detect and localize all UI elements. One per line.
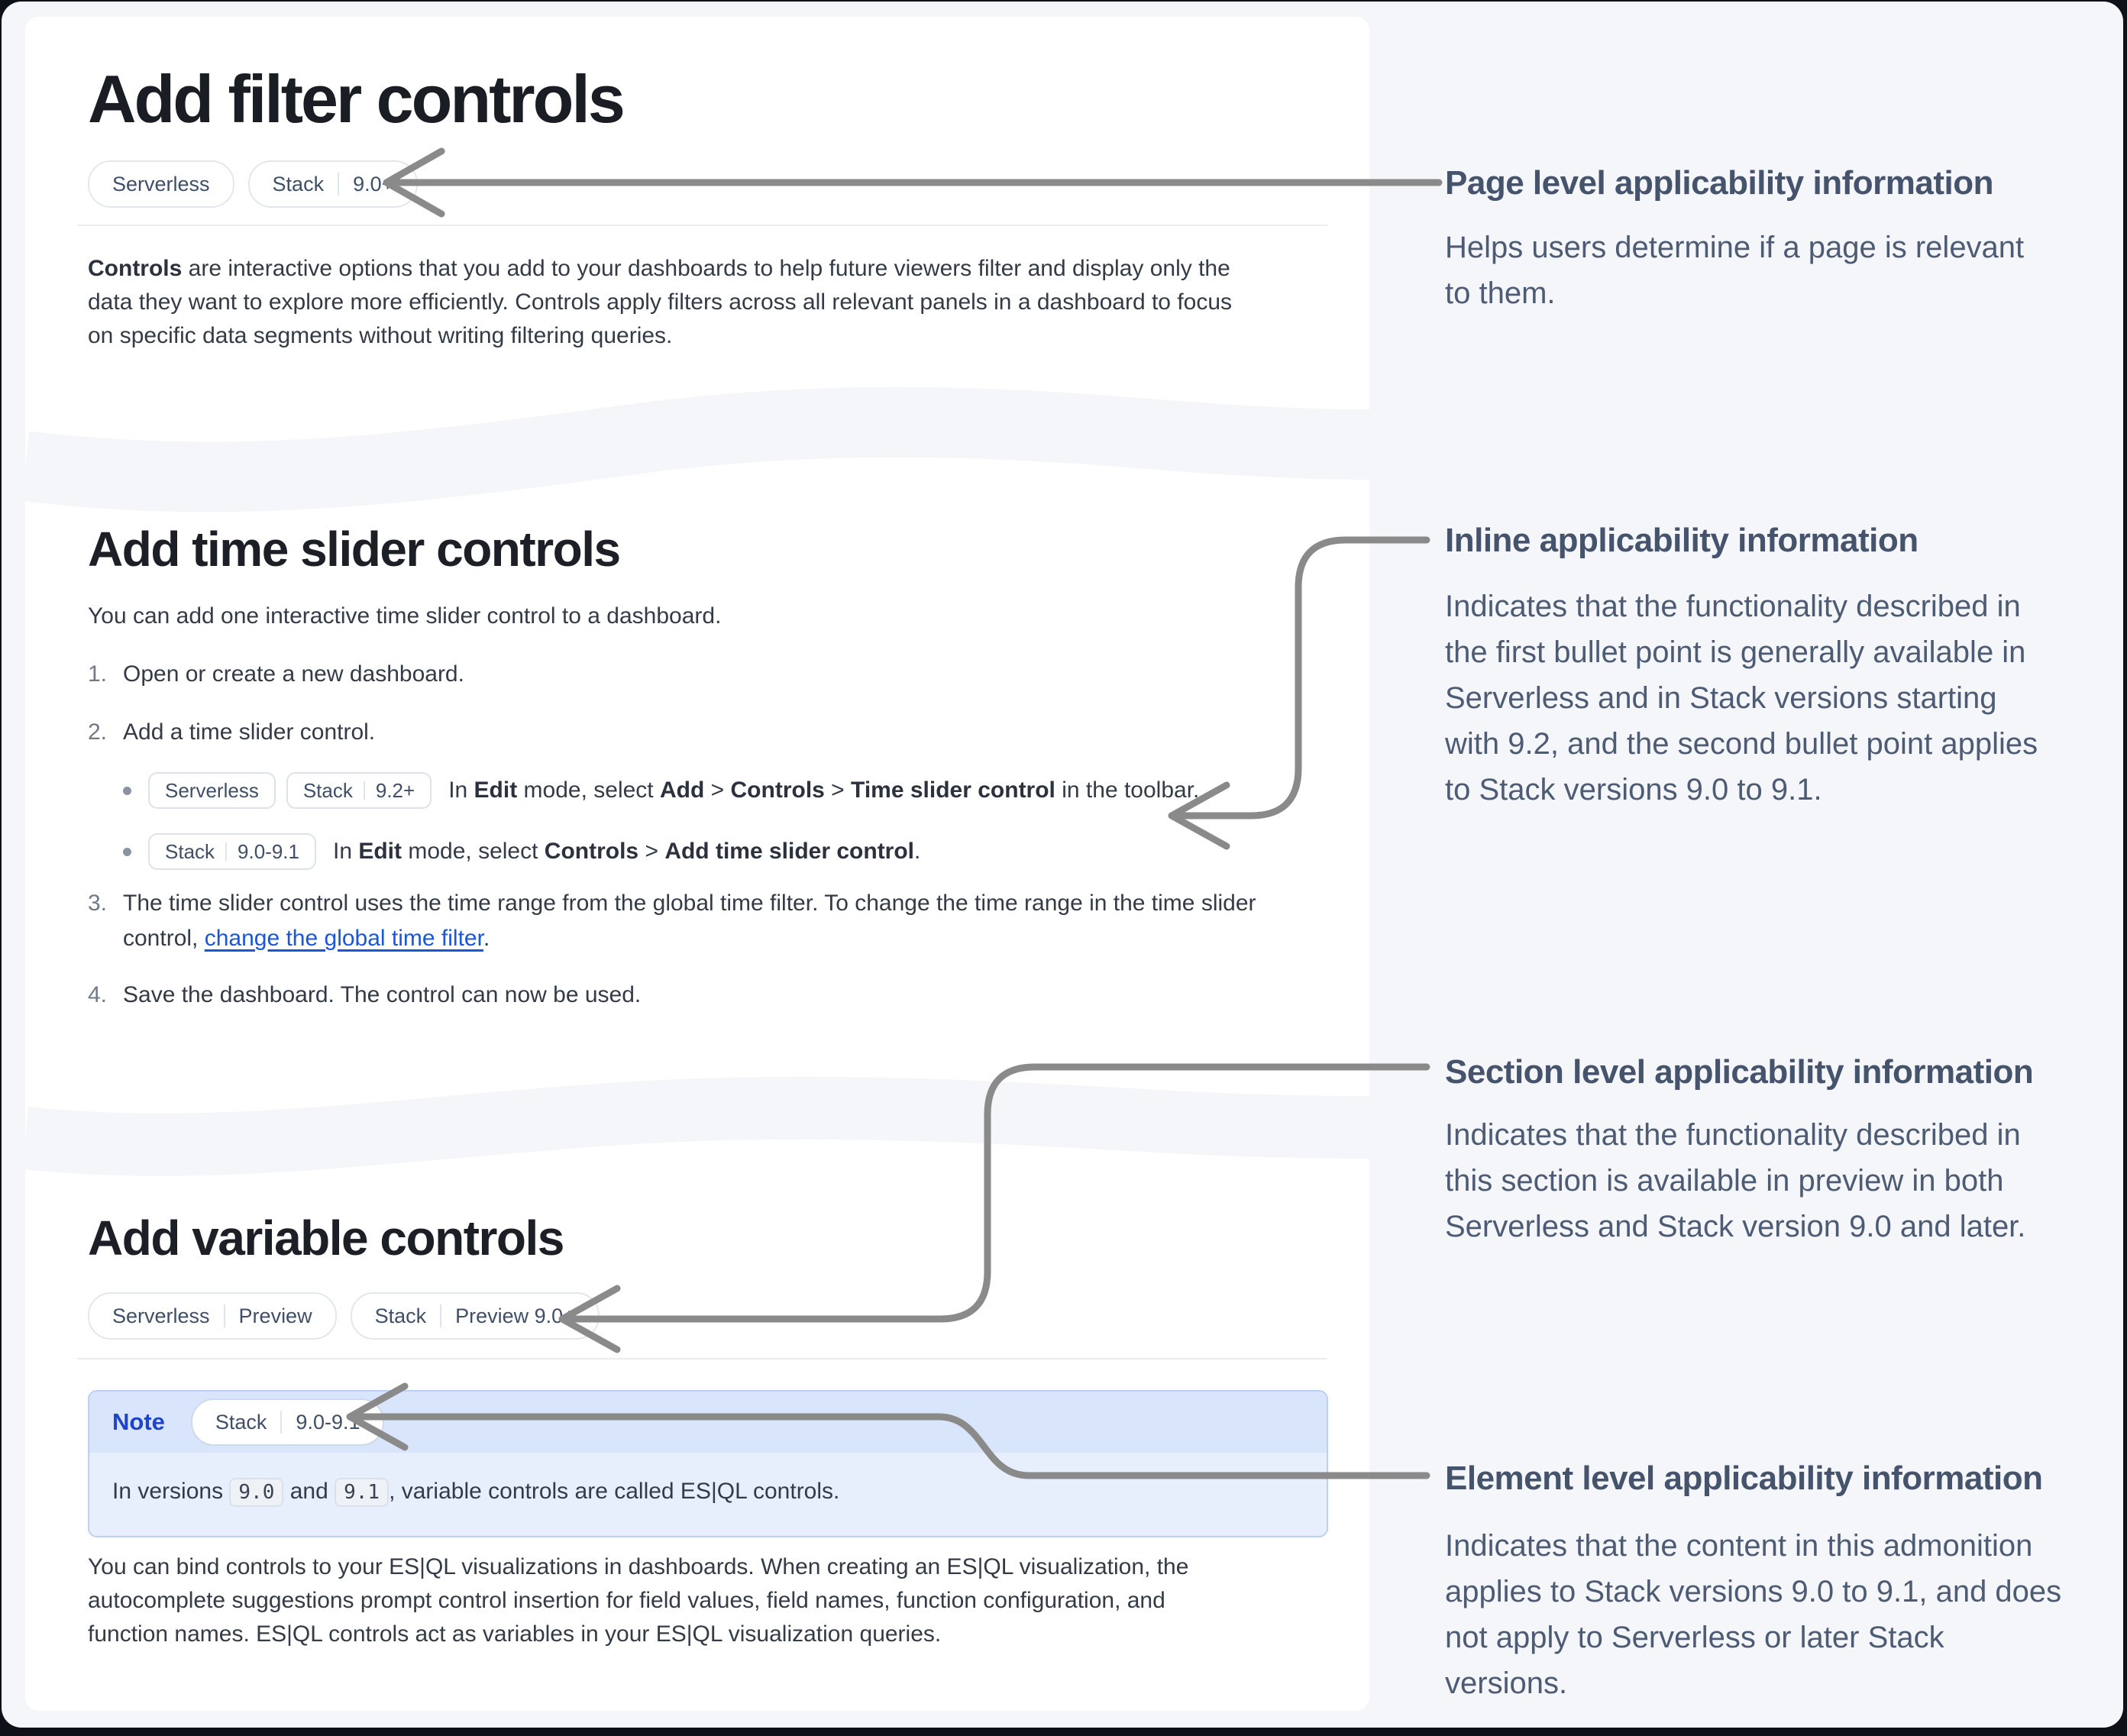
badge-serverless-preview: Serverless Preview [88, 1292, 337, 1340]
step-3: 3. The time slider control uses the time… [88, 886, 1314, 956]
badge-label: Serverless [165, 778, 259, 802]
note-admonition: Note Stack 9.0-9.1 In versions 9.0 and 9… [88, 1390, 1328, 1537]
badge-serverless: Serverless [88, 160, 234, 208]
badge-label: Serverless [112, 1304, 210, 1327]
badge-label: Stack [165, 839, 215, 863]
note-title: Note [112, 1408, 165, 1435]
badge-divider [440, 1304, 442, 1327]
badge-version: 9.0-9.1 [238, 839, 299, 863]
step-1: 1. Open or create a new dashboard. [88, 657, 464, 692]
badge-label: Serverless [112, 172, 210, 196]
badge-version: Preview [238, 1304, 312, 1327]
annotation-heading-page-level: Page level applicability information [1445, 164, 1993, 202]
page-level-badges: Serverless Stack 9.0+ [88, 160, 419, 208]
badge-divider [223, 1304, 225, 1327]
annotation-body-section-level: Indicates that the functionality describ… [1445, 1118, 2026, 1243]
section-title-time-slider: Add time slider controls [88, 522, 621, 577]
badge-stack-version: Stack 9.0-9.1 [148, 833, 316, 870]
section-level-badges: Serverless Preview Stack Preview 9.0+ [88, 1292, 600, 1340]
note-header: Note Stack 9.0-9.1 [89, 1392, 1327, 1453]
bullet-dot-icon [123, 847, 131, 856]
badge-divider [338, 173, 340, 196]
bullet-stack-90-91: Stack 9.0-9.1 In Edit mode, select Contr… [123, 833, 920, 870]
badge-divider [225, 842, 228, 861]
step-text: Add a time slider control. [123, 719, 376, 745]
inline-badges: Serverless Stack 9.2+ [148, 772, 432, 809]
section-divider [77, 225, 1327, 226]
badge-stack-preview: Stack Preview 9.0+ [350, 1292, 600, 1340]
badge-serverless: Serverless [148, 772, 276, 809]
inline-badges: Stack 9.0-9.1 [148, 833, 316, 870]
badge-label: Stack [272, 172, 325, 196]
change-global-time-filter-link[interactable]: change the global time filter [204, 926, 483, 951]
note-body: In versions 9.0 and 9.1, variable contro… [89, 1453, 1327, 1536]
annotation-heading-section-level: Section level applicability information [1445, 1053, 2034, 1091]
step-text: Save the dashboard. The control can now … [123, 982, 642, 1007]
badge-stack-version: Stack 9.0-9.1 [190, 1398, 385, 1446]
annotation-heading-inline-level: Inline applicability information [1445, 522, 1919, 559]
badge-divider [280, 1411, 283, 1434]
badge-label: Stack [374, 1304, 427, 1327]
content-column: Add filter controls Serverless Stack 9.0… [25, 17, 1369, 1711]
badge-stack-version: Stack 9.0+ [247, 160, 419, 208]
bullet-text: In Edit mode, select Controls > Add time… [332, 839, 921, 864]
wave-divider [25, 386, 1369, 512]
annotation-body-element-level: Indicates that the content in this admon… [1445, 1529, 2062, 1700]
step-4: 4. Save the dashboard. The control can n… [88, 978, 641, 1013]
time-slider-intro: You can add one interactive time slider … [88, 603, 722, 629]
badge-version: 9.2+ [375, 778, 415, 802]
variable-paragraph: You can bind controls to your ES|QL visu… [88, 1554, 1189, 1647]
badge-stack-version: Stack 9.2+ [286, 772, 432, 809]
section-title-variable: Add variable controls [88, 1211, 564, 1266]
badge-label: Stack [215, 1410, 267, 1434]
badge-divider [363, 781, 365, 800]
annotation-heading-element-level: Element level applicability information [1445, 1460, 2043, 1497]
page-title: Add filter controls [88, 61, 625, 137]
badge-version: 9.0+ [353, 172, 394, 196]
intro-paragraph: Controls are interactive options that yo… [88, 256, 1233, 348]
step-text: Open or create a new dashboard. [123, 661, 464, 687]
step-number: 2. [88, 719, 108, 745]
bullet-serverless-stack: Serverless Stack 9.2+ In Edit mode, sele… [123, 772, 1199, 809]
annotation-body-page-level: Helps users determine if a page is relev… [1445, 231, 2025, 310]
wave-divider [25, 1076, 1369, 1176]
step-number: 4. [88, 982, 108, 1007]
bullet-dot-icon [123, 786, 131, 795]
step-number: 1. [88, 661, 108, 687]
step-text: The time slider control uses the time ra… [123, 891, 1256, 951]
badge-version: 9.0-9.1 [296, 1410, 360, 1434]
badge-version: Preview 9.0+ [455, 1304, 575, 1327]
step-number: 3. [88, 891, 108, 916]
bullet-text: In Edit mode, select Add > Controls > Ti… [448, 777, 1200, 803]
section-divider [77, 1358, 1327, 1359]
step-2: 2. Add a time slider control. [88, 715, 375, 750]
annotation-body-inline-level: Indicates that the functionality describ… [1445, 590, 2038, 807]
badge-label: Stack [302, 778, 353, 802]
